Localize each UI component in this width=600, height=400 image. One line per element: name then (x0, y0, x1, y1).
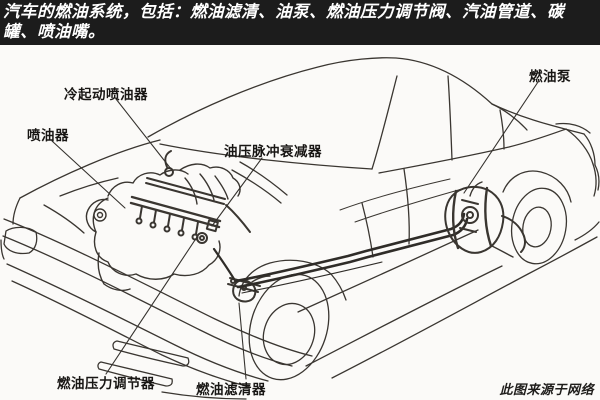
leader-lines (51, 81, 539, 380)
label-fuel-pump: 燃油泵 (529, 69, 571, 84)
pulsation-damper-part (205, 219, 219, 233)
injector-row (135, 205, 199, 241)
leader-fuel-pump (463, 81, 539, 194)
leader-fuel-pressure-regulator (105, 236, 198, 375)
label-cold-start-injector: 冷起动喷油器 (64, 87, 148, 102)
label-fuel-filter: 燃油滤清器 (196, 382, 266, 397)
header-title: 汽车的燃油系统，包括：燃油滤清、油泵、燃油压力调节阀、汽油管道、碳罐、喷油嘴。 (3, 3, 564, 41)
leader-cold-start-injector (115, 98, 172, 170)
pressure-regulator-part (196, 232, 208, 244)
fuel-lines (212, 212, 469, 294)
front-bumper-grille (0, 218, 313, 400)
front-wheel (238, 259, 347, 381)
label-injector: 喷油器 (27, 128, 69, 143)
leader-injector (51, 140, 126, 209)
watermark-text: 此图来源于网络 (499, 382, 594, 397)
leader-fuel-filter (238, 302, 247, 380)
label-fuel-pressure-regulator: 燃油压力调节器 (57, 376, 155, 391)
fuel-tank-pump-assembly (444, 181, 526, 258)
label-pressure-pulsation-damper: 油压脉冲衰减器 (224, 144, 322, 159)
header-bar: 汽车的燃油系统，包括：燃油滤清、油泵、燃油压力调节阀、汽油管道、碳罐、喷油嘴。 (0, 0, 600, 45)
engine-assembly (85, 150, 251, 292)
cold-start-injector-part (164, 150, 174, 177)
car-body-outline (12, 57, 600, 379)
leader-pulsation-damper (211, 157, 263, 227)
